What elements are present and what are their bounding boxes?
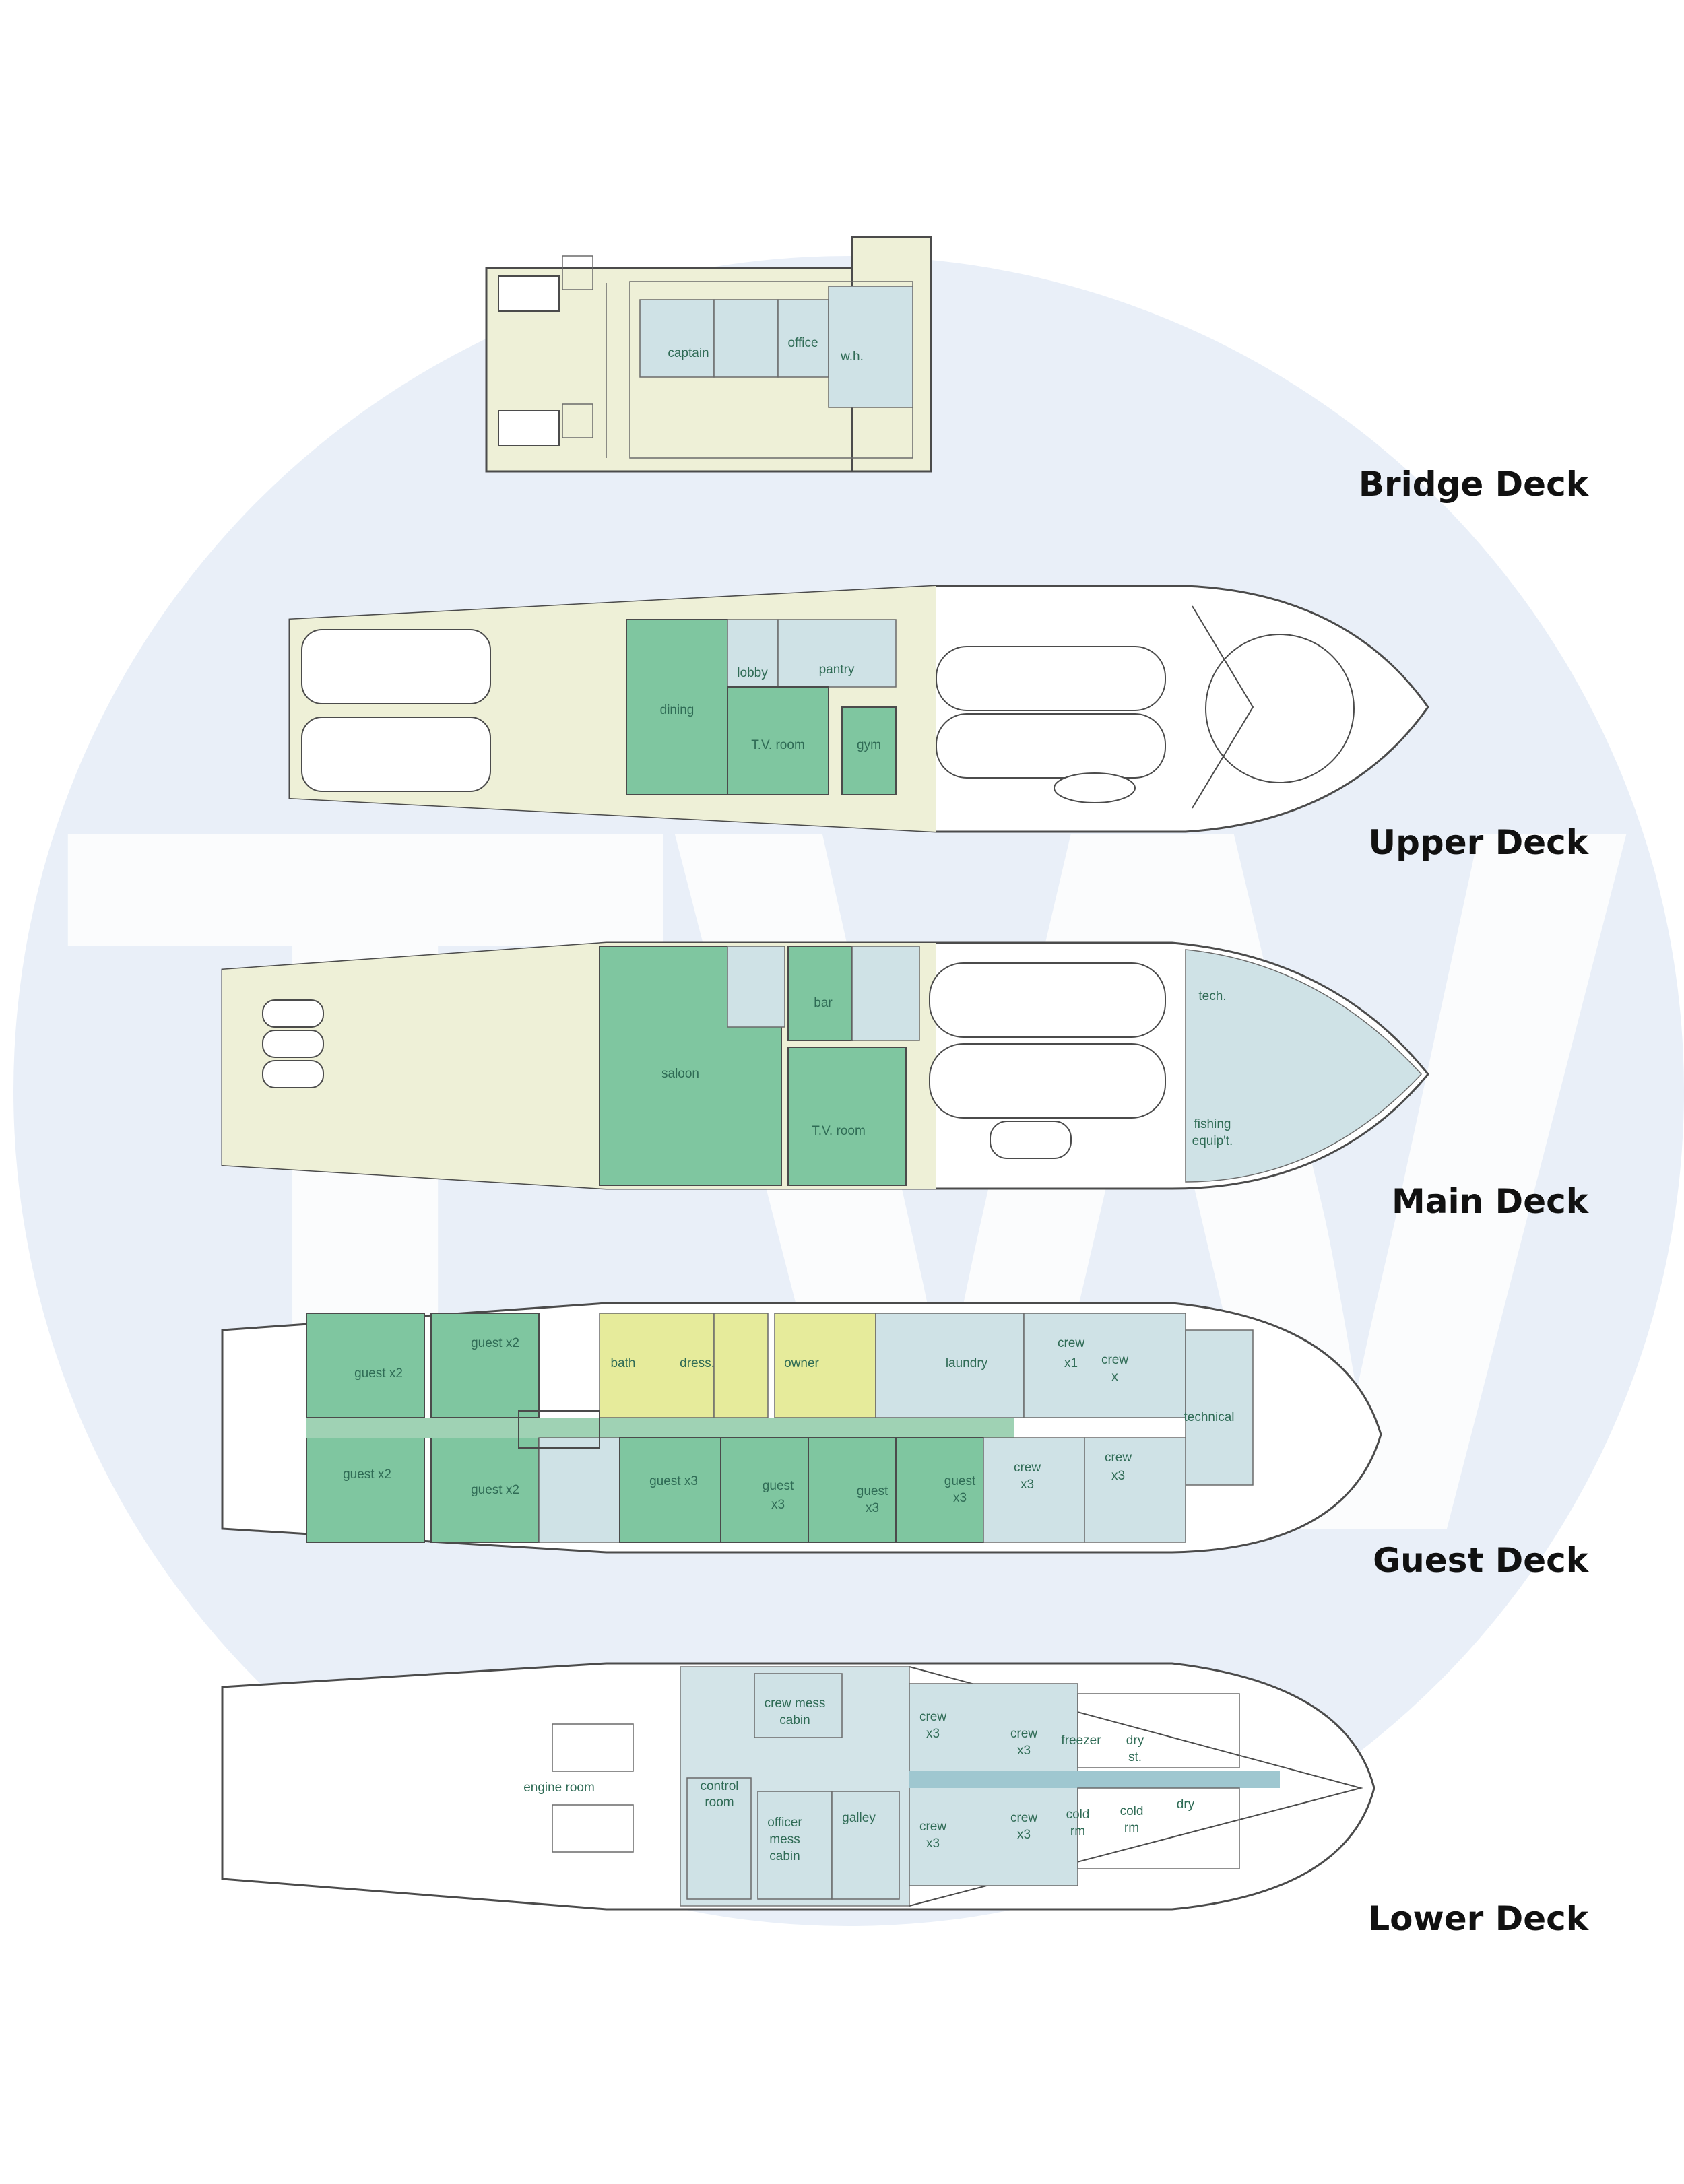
room-label: crew: [1010, 1727, 1037, 1741]
wheelhouse: [828, 286, 913, 408]
room-label: crew mess: [765, 1696, 826, 1711]
room-label: room: [705, 1795, 734, 1810]
room-label: w.h.: [840, 350, 864, 364]
room-label: fishing: [1194, 1117, 1231, 1131]
room-label: galley: [842, 1811, 876, 1825]
tech-zone: [1185, 949, 1423, 1183]
room-label: rm: [1124, 1821, 1139, 1835]
room-label: dry: [1177, 1797, 1195, 1812]
room-label: dining: [660, 703, 694, 717]
room-label: bath: [611, 1356, 636, 1370]
control-room: [686, 1777, 752, 1900]
lower-deck-title: Lower Deck: [1368, 1899, 1588, 1938]
lower-deck-plan: engine room control room crew mess cabin…: [221, 1662, 1375, 1911]
room-label: cold: [1120, 1804, 1144, 1818]
room-label: x3: [926, 1836, 940, 1851]
room-label: laundry: [946, 1356, 988, 1370]
room-label: cold: [1066, 1808, 1090, 1822]
pantry: [777, 619, 897, 688]
room-label: x3: [1017, 1828, 1031, 1842]
room-label: guest: [857, 1484, 888, 1498]
tv-room-upper: [727, 686, 829, 795]
room-label: equip't.: [1192, 1134, 1233, 1148]
room-label: T.V. room: [812, 1124, 866, 1138]
main-deck-plan: saloon bar T.V. room tech. fishing equip…: [221, 941, 1429, 1190]
room-label: mess: [769, 1832, 800, 1847]
room-label: cabin: [769, 1849, 800, 1863]
room-label: guest: [944, 1474, 976, 1488]
room-label: guest x2: [471, 1336, 519, 1350]
room-label: crew: [919, 1710, 946, 1724]
room-label: tech.: [1198, 989, 1226, 1003]
room-label: bar: [814, 996, 833, 1010]
bridge-deck-plan: captain office w.h.: [485, 236, 932, 473]
room-label: guest x3: [649, 1474, 698, 1488]
main-deck-title: Main Deck: [1392, 1182, 1588, 1221]
room-label: crew: [919, 1820, 946, 1834]
room-label: st.: [1128, 1750, 1142, 1764]
room-label: x3: [1021, 1478, 1034, 1492]
room-label: gym: [857, 738, 881, 752]
room-label: crew: [1058, 1336, 1084, 1350]
room-label: saloon: [661, 1067, 699, 1081]
tv-room-main: [787, 1047, 907, 1186]
room-label: officer: [767, 1816, 802, 1830]
laundry: [875, 1313, 1025, 1418]
room-label: x: [1111, 1370, 1118, 1384]
room-label: dry: [1126, 1733, 1144, 1748]
room-label: guest: [763, 1479, 794, 1493]
room-label: crew: [1105, 1451, 1132, 1465]
room-label: rm: [1070, 1824, 1085, 1839]
guest-deck-title: Guest Deck: [1373, 1541, 1588, 1580]
room-label: guest x2: [343, 1467, 391, 1482]
room-label: lobby: [737, 666, 768, 680]
upper-deck-title: Upper Deck: [1368, 823, 1588, 862]
room-label: engine room: [523, 1781, 595, 1795]
bar: [787, 946, 853, 1041]
room-label: x3: [771, 1498, 785, 1512]
room-label: guest x2: [471, 1483, 519, 1497]
room-label: x1: [1064, 1356, 1078, 1370]
room-label: x3: [953, 1491, 967, 1505]
room-label: x3: [866, 1501, 879, 1515]
room-label: dress.: [680, 1356, 715, 1370]
room-label: x3: [1017, 1744, 1031, 1758]
room-label: cabin: [779, 1713, 810, 1727]
room-label: technical: [1184, 1410, 1235, 1424]
room-label: x3: [926, 1727, 940, 1741]
room-label: crew: [1010, 1811, 1037, 1825]
dining-room: [626, 619, 728, 795]
crew-mess: [754, 1673, 843, 1738]
technical-room: [1185, 1329, 1254, 1486]
room-label: crew: [1101, 1353, 1128, 1367]
room-label: captain: [668, 346, 709, 360]
room-label: owner: [784, 1356, 819, 1370]
room-label: T.V. room: [751, 738, 805, 752]
captain-room: [639, 299, 715, 378]
room-label: x3: [1111, 1469, 1125, 1483]
room-label: office: [787, 336, 818, 350]
washroom: [713, 299, 779, 378]
guest-deck-plan: guest x2 guest x2 bath dress. owner laun…: [221, 1302, 1382, 1554]
room-label: control: [700, 1779, 738, 1793]
room-label: freezer: [1061, 1733, 1101, 1748]
room-label: pantry: [819, 663, 855, 677]
room-label: crew: [1014, 1461, 1041, 1475]
owner-suite-bath: [599, 1313, 715, 1418]
gym: [841, 706, 897, 795]
bridge-deck-title: Bridge Deck: [1358, 465, 1588, 504]
galley: [831, 1791, 900, 1900]
upper-deck-plan: dining lobby pantry T.V. room gym: [288, 585, 1429, 833]
room-label: guest x2: [354, 1366, 403, 1381]
